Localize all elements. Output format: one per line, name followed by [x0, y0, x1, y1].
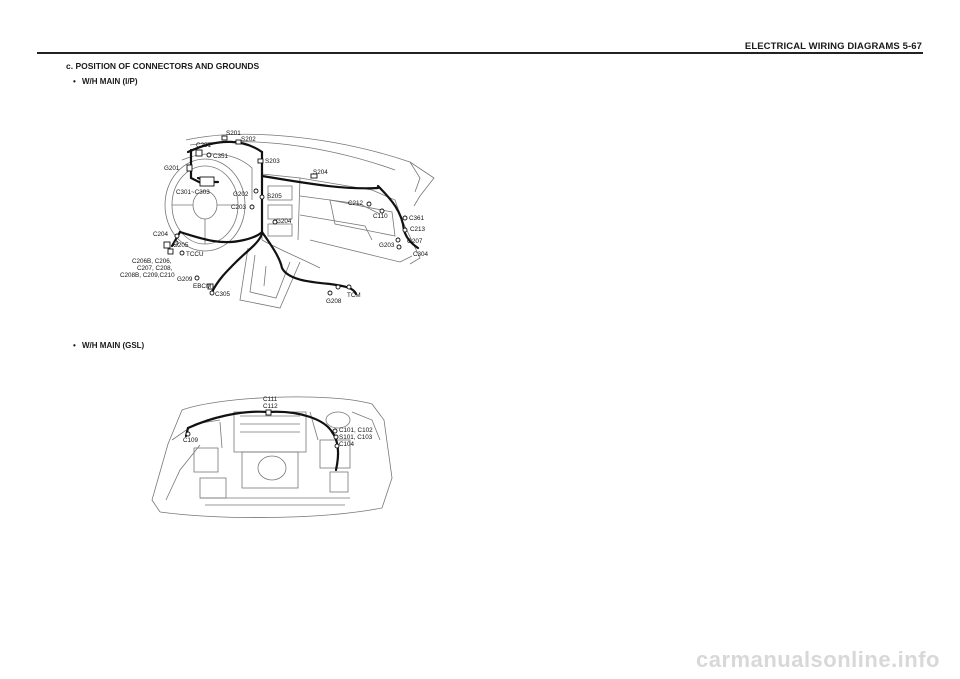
- bullet-label: W/H MAIN (I/P): [82, 77, 138, 86]
- watermark-text: carmanualsonline.info: [696, 647, 940, 672]
- page-header-title: ELECTRICAL WIRING DIAGRAMS 5-67: [744, 41, 922, 52]
- label-c109: C109: [183, 437, 199, 444]
- label-c111: C111: [263, 396, 278, 403]
- label-c206-line1: C206B, C206,: [132, 258, 172, 265]
- label-g201: G201: [164, 165, 180, 172]
- label-c304: C304: [413, 251, 429, 258]
- label-s202: S202: [241, 136, 256, 143]
- label-c301-c303: C301~C303: [176, 189, 210, 196]
- ip-labels: S201 S202 C201 C351 S203 G201 S204 C301~…: [120, 130, 429, 305]
- label-c201: C201: [196, 142, 212, 149]
- label-c206-line3: C208B, C209,C210: [120, 272, 175, 279]
- label-g204: G204: [276, 218, 292, 225]
- label-c361: C361: [409, 215, 425, 222]
- label-s205: S205: [267, 193, 282, 200]
- label-tcm: TCM: [347, 292, 361, 299]
- label-c213: C213: [410, 226, 426, 233]
- label-g207: G207: [407, 238, 423, 245]
- engine-bay-harness: [184, 410, 340, 472]
- bullet-label: W/H MAIN (GSL): [82, 341, 145, 350]
- label-s203: S203: [265, 158, 280, 165]
- label-g205: G205: [173, 242, 189, 249]
- section-title: c. POSITION OF CONNECTORS AND GROUNDS: [66, 61, 260, 71]
- bullet-dot: •: [73, 77, 76, 86]
- ip-connectors: [163, 135, 408, 296]
- bullet-dot: •: [73, 341, 76, 350]
- label-ebcm: EBCM: [193, 283, 211, 290]
- label-tccu: TCCU: [186, 251, 204, 258]
- bullet-wh-main-ip: • W/H MAIN (I/P): [73, 77, 138, 86]
- label-c101-line3: C104: [339, 441, 355, 448]
- label-c101-line2: S101, C103: [339, 434, 373, 441]
- label-c212: C212: [348, 200, 364, 207]
- label-c351: C351: [213, 153, 229, 160]
- label-c101-line1: C101, C102: [339, 427, 373, 434]
- label-c112: C112: [263, 403, 278, 410]
- label-s201: S201: [226, 130, 241, 137]
- label-c110: C110: [373, 213, 388, 220]
- instrument-panel-drawing: [164, 133, 435, 309]
- label-c203: C203: [231, 204, 247, 211]
- label-c204: C204: [153, 231, 169, 238]
- header-rule: [37, 52, 923, 54]
- bullet-wh-main-gsl: • W/H MAIN (GSL): [73, 341, 144, 350]
- label-c206-line2: C207, C208,: [137, 265, 173, 272]
- label-g203: G203: [379, 242, 395, 249]
- label-g208: G208: [326, 298, 342, 305]
- label-c305: C305: [215, 291, 231, 298]
- gsl-labels: C111 C112 C109 C101, C102 S101, C103 C10…: [183, 396, 373, 448]
- label-g209: G209: [177, 276, 193, 283]
- gsl-connectors: [185, 409, 340, 449]
- label-g202: G202: [233, 191, 249, 198]
- label-s204: S204: [313, 169, 328, 176]
- engine-bay-drawing: [151, 396, 393, 518]
